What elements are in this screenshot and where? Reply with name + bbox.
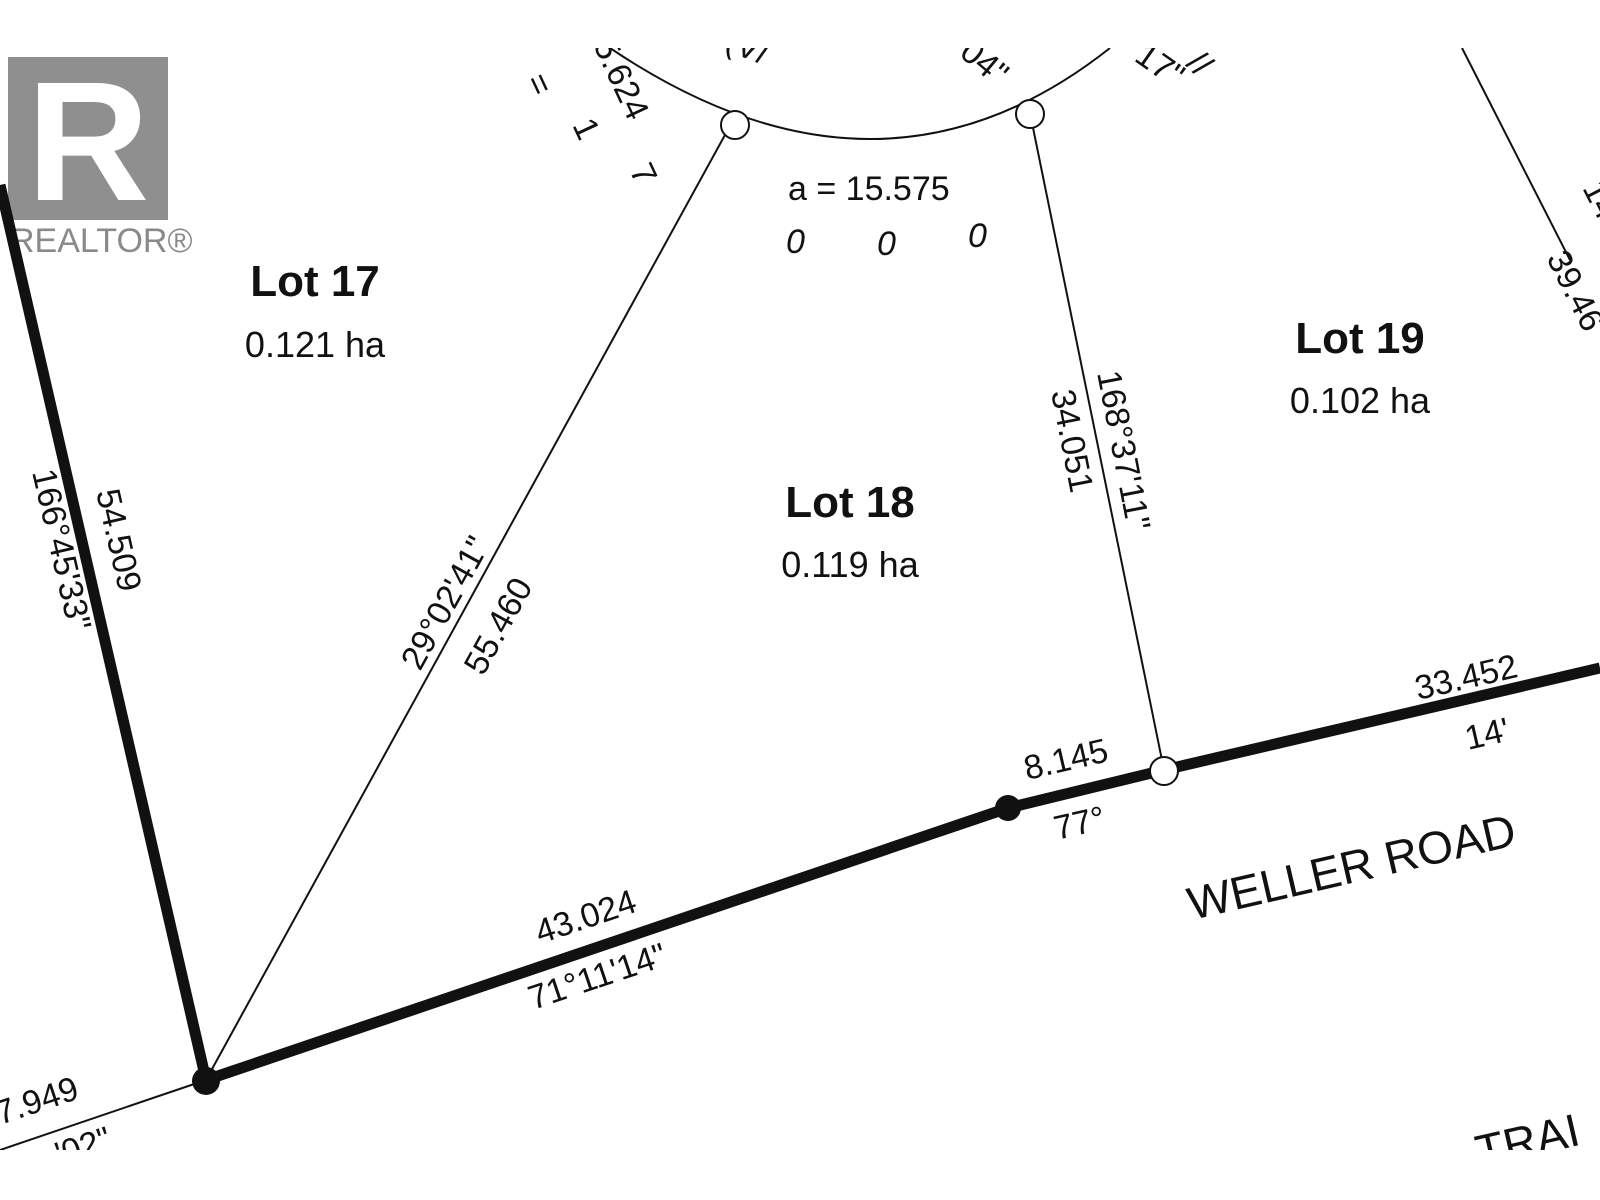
south-boundary-west <box>204 802 1010 1086</box>
survey-pin-marker <box>720 110 750 140</box>
lot-17-area: 0.121 ha <box>245 324 386 365</box>
short-distance-label: 8.145 <box>1020 732 1111 788</box>
realtor-wordmark: REALTOR® <box>10 222 193 260</box>
south-boundary-middle <box>1006 764 1166 814</box>
bottom-crop-band <box>0 1150 1600 1200</box>
curve-zero: 0 <box>968 217 987 255</box>
survey-monument-marker <box>192 1067 220 1095</box>
logo-block <box>8 57 168 220</box>
lot-18-area: 0.119 ha <box>781 544 919 585</box>
curve-fragment: // <box>1179 44 1220 85</box>
curve-fragment: = <box>518 67 561 101</box>
lot19-east-distance-label: 39.46 <box>1539 244 1600 337</box>
arc-length-label: a = 15.575 <box>788 170 950 208</box>
sw-line <box>0 1079 207 1151</box>
south-boundary-east <box>1162 662 1600 776</box>
realtor-logo: R REALTOR® <box>8 47 193 260</box>
lot17-18-line <box>205 123 732 1081</box>
top-crop-band <box>0 0 1600 48</box>
logo-letter: R <box>27 47 150 237</box>
lot-19-title: Lot 19 <box>1295 314 1425 363</box>
sw-distance-label: 7.949 <box>0 1070 83 1133</box>
lot18-19-line <box>1029 112 1165 771</box>
survey-monument-marker <box>995 795 1021 821</box>
survey-pin-marker <box>1015 99 1045 129</box>
curve-zero: 0 <box>786 223 805 261</box>
lot-19-area: 0.102 ha <box>1290 380 1431 421</box>
short-bearing-label: 77° <box>1050 799 1109 848</box>
survey-pin-marker <box>1149 756 1179 786</box>
west-distance-label: 54.509 <box>88 485 148 595</box>
cul-de-sac-arc <box>609 47 1111 140</box>
weller-road-label: WELLER ROAD <box>1183 804 1521 930</box>
lot19-east-line <box>1461 47 1571 261</box>
east-bearing-label: 14' <box>1461 711 1513 758</box>
lot-18-title: Lot 18 <box>785 478 915 527</box>
west-boundary <box>0 183 212 1082</box>
curve-fragment: 7 <box>622 157 664 190</box>
curve-fragment: 1 <box>565 112 607 145</box>
lot19-east-bearing-label: 14 <box>1575 174 1600 225</box>
lot18-19-distance-label: 34.051 <box>1043 386 1100 495</box>
lot-17-title: Lot 17 <box>250 257 380 306</box>
curve-zero: 0 <box>877 225 896 263</box>
